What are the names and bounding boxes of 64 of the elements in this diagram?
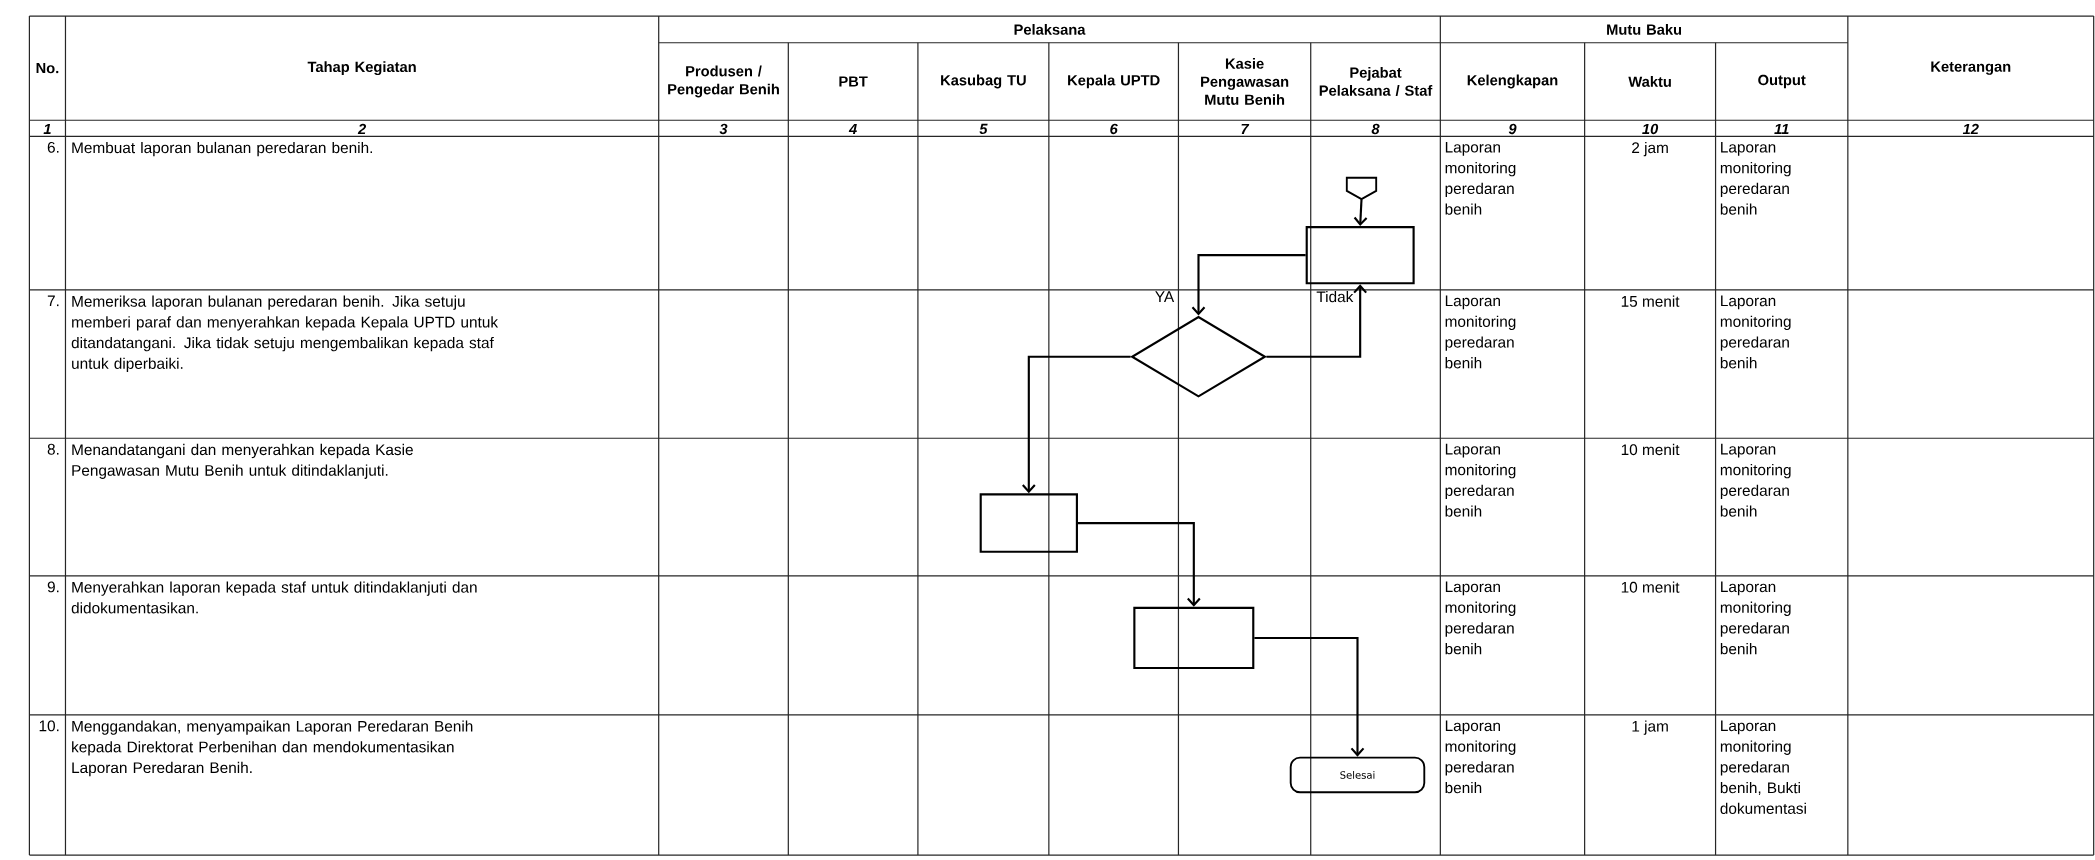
- step-number: 10.: [39, 720, 59, 732]
- column-header: Kasie Pengawasan Mutu Benih: [1201, 57, 1289, 105]
- arrow: [1266, 284, 1367, 358]
- arrow: [1254, 636, 1365, 757]
- step-description: Menyerahkan laporan kepada staf untuk ditindaklanjuti dan didokumentasikan.: [71, 581, 477, 614]
- column-number: 10: [1642, 123, 1659, 134]
- process-box: [1133, 606, 1255, 669]
- column-number: 5: [979, 123, 988, 134]
- cell-text: 1 jam: [1632, 720, 1668, 735]
- edge-label: YA: [1155, 291, 1175, 302]
- column-number: 12: [1962, 123, 1979, 134]
- step-number: 8.: [47, 443, 59, 455]
- column-header: Tahap Kegiatan: [307, 61, 416, 75]
- column-number: 9: [1508, 123, 1517, 134]
- column-header: Keterangan: [1931, 61, 2011, 75]
- column-header: Waktu: [1628, 75, 1671, 87]
- column-header: Kasubag TU: [941, 74, 1026, 89]
- cell-text: Laporan monitoring peredaran benih, Bukti dokumentasi: [1720, 720, 1806, 814]
- terminator-box: Selesai: [1289, 756, 1426, 794]
- column-number: 3: [719, 123, 728, 134]
- step-description: Memeriksa laporan bulanan peredaran benih. Jika setuju memberi paraf dan menyerahkan kepada Kepala UPTD untuk ditandatangani. Jika tidak setuju mengembalikan kepada staf untuk diperbaiki.: [71, 295, 499, 372]
- step-number: 7.: [47, 295, 59, 306]
- step-number: 6.: [47, 141, 59, 153]
- column-header: PBT: [839, 76, 868, 87]
- column-header: Pelaksana: [1014, 23, 1086, 35]
- cell-text: Laporan monitoring peredaran benih: [1445, 141, 1516, 215]
- cell-text: Laporan monitoring peredaran benih: [1445, 443, 1516, 517]
- column-header: Kelengkapan: [1467, 74, 1558, 89]
- column-number: 8: [1371, 123, 1380, 134]
- column-header: No.: [36, 62, 59, 74]
- cell-text: Laporan monitoring peredaran benih: [1720, 443, 1791, 517]
- cell-text: 2 jam: [1632, 141, 1668, 156]
- cell-text: Laporan monitoring peredaran benih: [1445, 295, 1516, 369]
- cell-text: Laporan monitoring peredaran benih: [1720, 581, 1791, 655]
- edge-label: Tidak: [1316, 290, 1354, 303]
- column-header: Output: [1758, 74, 1806, 88]
- column-number: 2: [357, 123, 367, 134]
- step-description: Menandatangani dan menyerahkan kepada Kasie Pengawasan Mutu Benih untuk ditindaklanjuti.: [72, 443, 413, 479]
- cell-text: Laporan monitoring peredaran benih: [1445, 720, 1516, 794]
- process-box: [979, 493, 1078, 553]
- column-number: 11: [1774, 123, 1789, 134]
- cell-text: Laporan monitoring peredaran benih: [1720, 295, 1791, 369]
- column-number: 6: [1110, 123, 1118, 134]
- arrow: [1191, 253, 1306, 316]
- step-description: Membuat laporan bulanan peredaran benih.: [72, 141, 372, 156]
- process-box: [1305, 225, 1415, 285]
- column-header: Pejabat Pelaksana / Staf: [1319, 66, 1433, 96]
- cell-text: 15 menit: [1621, 295, 1680, 307]
- column-header: Kepala UPTD: [1068, 74, 1160, 89]
- arrow: [1078, 521, 1201, 607]
- arrow: [1353, 199, 1368, 226]
- arrow: [1022, 355, 1131, 494]
- column-header: Produsen / Pengedar Benih: [668, 65, 779, 98]
- column-header: Mutu Baku: [1607, 23, 1682, 35]
- column-number: 1: [43, 123, 51, 134]
- cell-text: 10 menit: [1621, 443, 1680, 455]
- off-page-connector: [1345, 176, 1378, 200]
- cell-text: Laporan monitoring peredaran benih: [1720, 141, 1791, 215]
- step-description: Menggandakan, menyampaikan Laporan Peredaran Benih kepada Direktorat Perbenihan dan mendokumentasikan Laporan Peredaran Benih.: [72, 720, 473, 776]
- column-number: 7: [1241, 123, 1250, 134]
- step-number: 9.: [47, 581, 59, 593]
- cell-text: Laporan monitoring peredaran benih: [1445, 581, 1516, 655]
- cell-text: 10 menit: [1621, 581, 1680, 593]
- column-number: 4: [848, 123, 857, 134]
